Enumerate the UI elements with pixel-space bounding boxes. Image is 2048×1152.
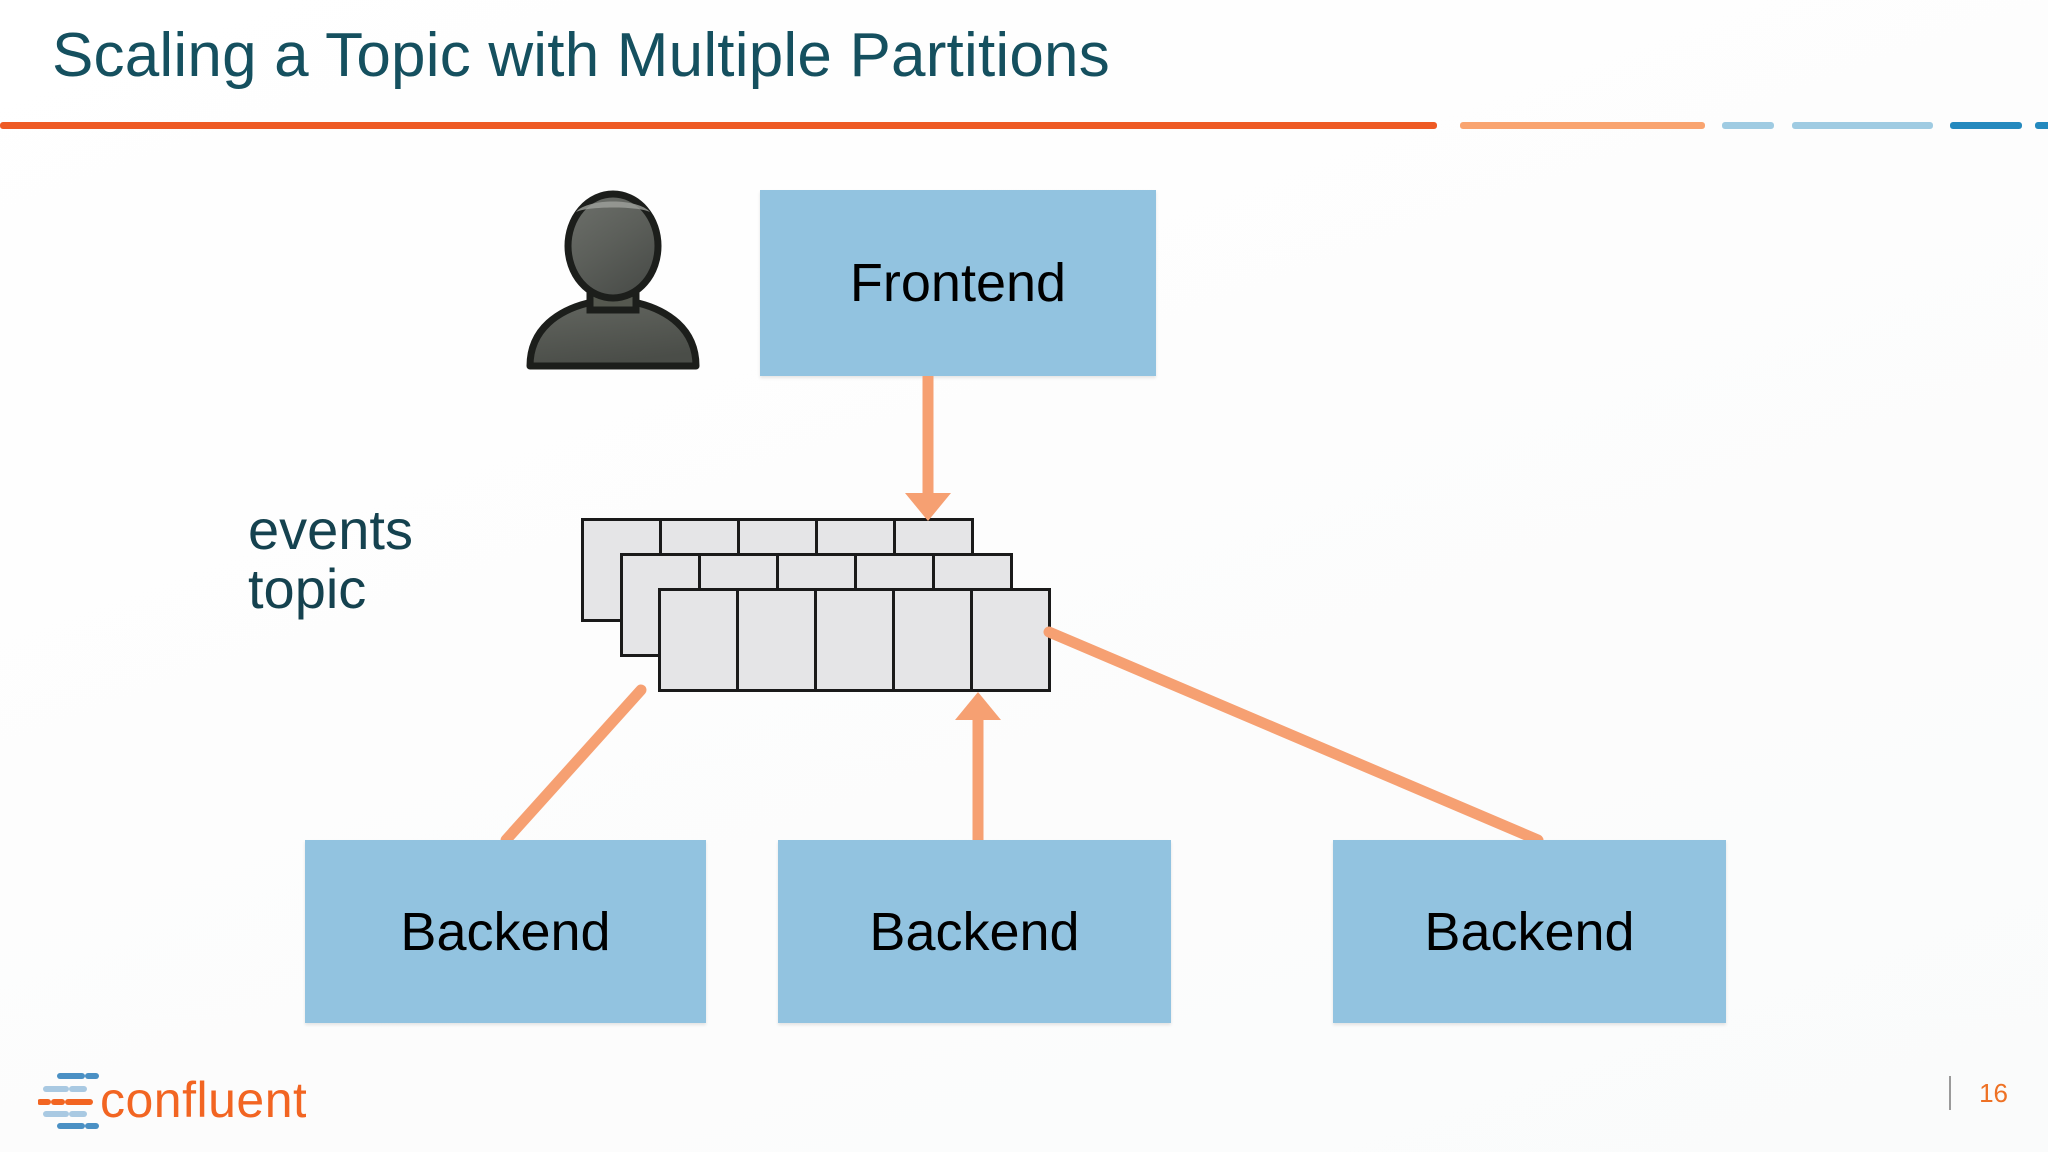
topic-to-backend-0-line [500, 684, 647, 846]
page-number-group: 16 [1949, 1076, 2008, 1110]
partition-cell [814, 588, 895, 692]
backend-node-2[interactable]: Backend [1333, 840, 1726, 1023]
partition-row-front[interactable] [658, 588, 1051, 692]
backend-label-2: Backend [1424, 901, 1635, 962]
backend-node-0[interactable]: Backend [305, 840, 706, 1023]
confluent-wordmark: confluent [100, 1072, 306, 1128]
topic-label-line-2: topic [248, 557, 367, 621]
header-rule-main [0, 122, 1437, 129]
frontend-to-topic-arrow [905, 376, 951, 521]
header-rule-segment-2 [1722, 122, 1774, 129]
confluent-logo: confluent [38, 1072, 306, 1129]
topic-to-backend-2-line [1043, 626, 1544, 846]
backend-node-1[interactable]: Backend [778, 840, 1171, 1023]
user-silhouette-icon [526, 190, 700, 370]
partition-cell [658, 588, 739, 692]
header-rule-segment-1 [1460, 122, 1705, 129]
topic-label: events topic [248, 500, 478, 619]
page-number-divider [1949, 1076, 1952, 1110]
backend-label-1: Backend [869, 901, 1080, 962]
topic-to-backend-1-arrow [955, 692, 1001, 840]
partition-cell [892, 588, 973, 692]
frontend-node[interactable]: Frontend [760, 190, 1156, 376]
page-number: 16 [1979, 1077, 2008, 1108]
partition-cell [736, 588, 817, 692]
frontend-label: Frontend [849, 253, 1067, 313]
backend-label-0: Backend [400, 901, 611, 962]
page-title: Scaling a Topic with Multiple Partitions [52, 21, 1110, 90]
header-rule-segment-3 [1792, 122, 1933, 129]
topic-label-line-1: events [248, 498, 413, 561]
partition-cell [970, 588, 1051, 692]
header-rule-segment-4 [1950, 122, 2022, 129]
header-rule-segment-5 [2035, 122, 2048, 129]
